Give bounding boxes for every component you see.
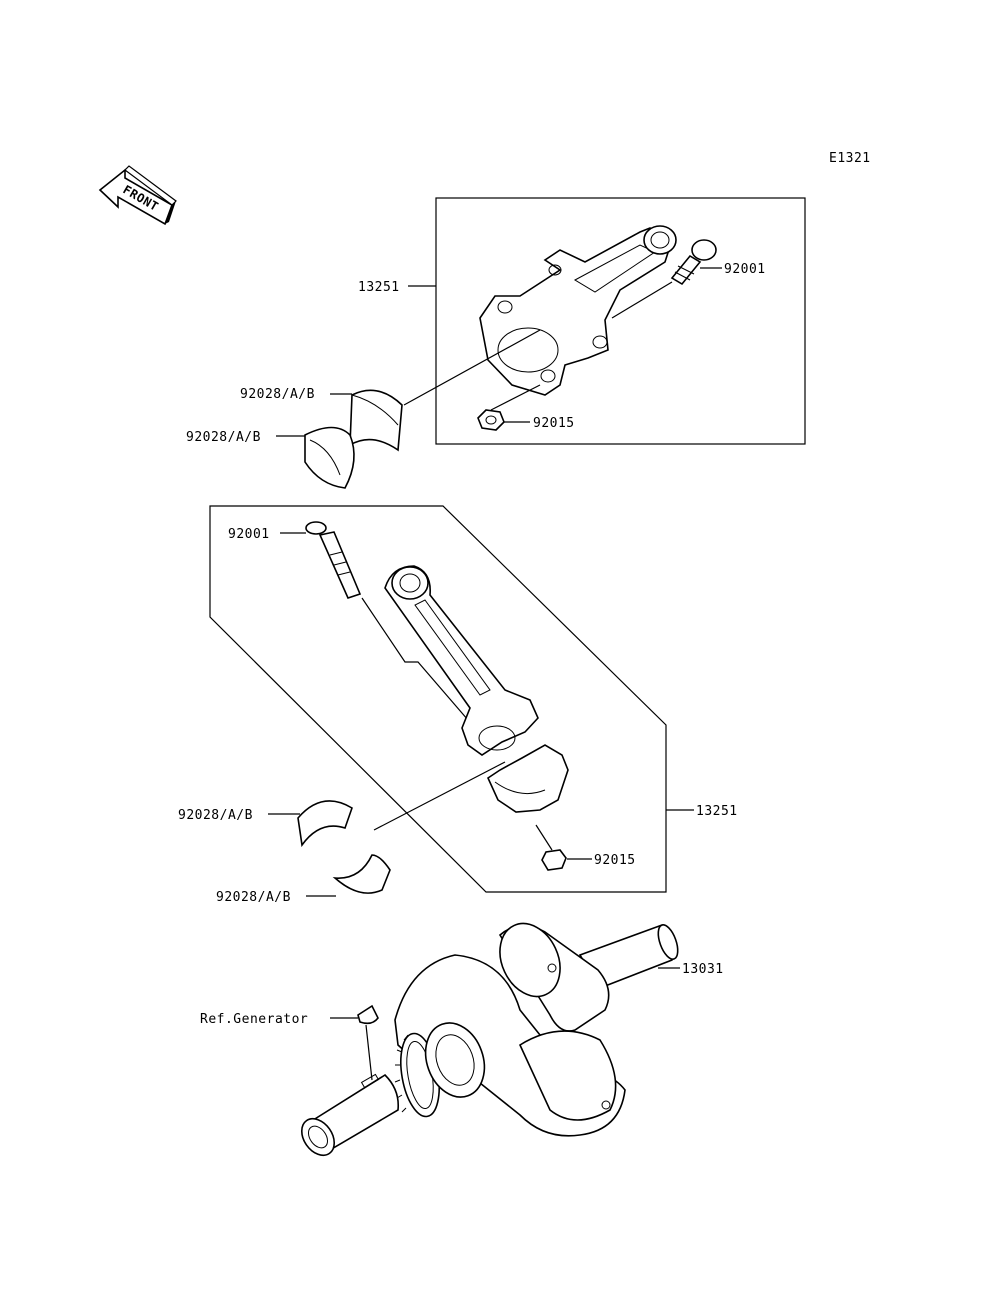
- leader-nut-lower-axis: [535, 824, 553, 851]
- label-bearing-4: 92028/A/B: [216, 890, 291, 905]
- leader-bearing-upper-axis: [403, 329, 541, 406]
- leader-bearing-lower-axis: [373, 761, 506, 831]
- upper-group-frame: [435, 197, 806, 445]
- lower-bearing-4: [332, 854, 391, 894]
- leader-ref-generator-axis: [365, 1024, 373, 1081]
- label-bearing-1: 92028/A/B: [240, 387, 315, 402]
- upper-bearing-2: [304, 426, 355, 489]
- label-bearing-3: 92028/A/B: [178, 808, 253, 823]
- leader-nut-upper-axis: [490, 384, 541, 411]
- label-crankshaft: 13031: [682, 962, 724, 977]
- upper-nut: [477, 409, 505, 431]
- label-rod-lower: 13251: [696, 804, 738, 819]
- front-arrow-icon: FRONT: [98, 165, 177, 226]
- label-rod-upper: 13251: [358, 280, 400, 295]
- leader-bolt-lower-axis: [361, 597, 469, 721]
- upper-bolt: [670, 239, 717, 286]
- lower-bolt: [305, 521, 362, 599]
- upper-bearing-1: [349, 389, 403, 452]
- lower-group-frame: [209, 505, 667, 893]
- label-nut-lower: 92015: [594, 853, 636, 868]
- lower-connecting-rod: [384, 565, 539, 756]
- crankshaft: [300, 922, 679, 1157]
- label-nut-upper: 92015: [533, 416, 575, 431]
- lower-nut: [541, 849, 567, 871]
- label-ref-generator: Ref.Generator: [200, 1012, 308, 1027]
- leader-bolt-upper-axis: [611, 281, 673, 319]
- woodruff-key: [357, 1004, 379, 1025]
- label-bolt-lower: 92001: [228, 527, 270, 542]
- lower-bearing-3: [297, 800, 353, 848]
- label-bolt-upper: 92001: [724, 262, 766, 277]
- diagram-code: E1321: [829, 151, 871, 166]
- label-bearing-2: 92028/A/B: [186, 430, 261, 445]
- upper-connecting-rod: [479, 225, 677, 396]
- lower-rod-cap: [486, 744, 569, 813]
